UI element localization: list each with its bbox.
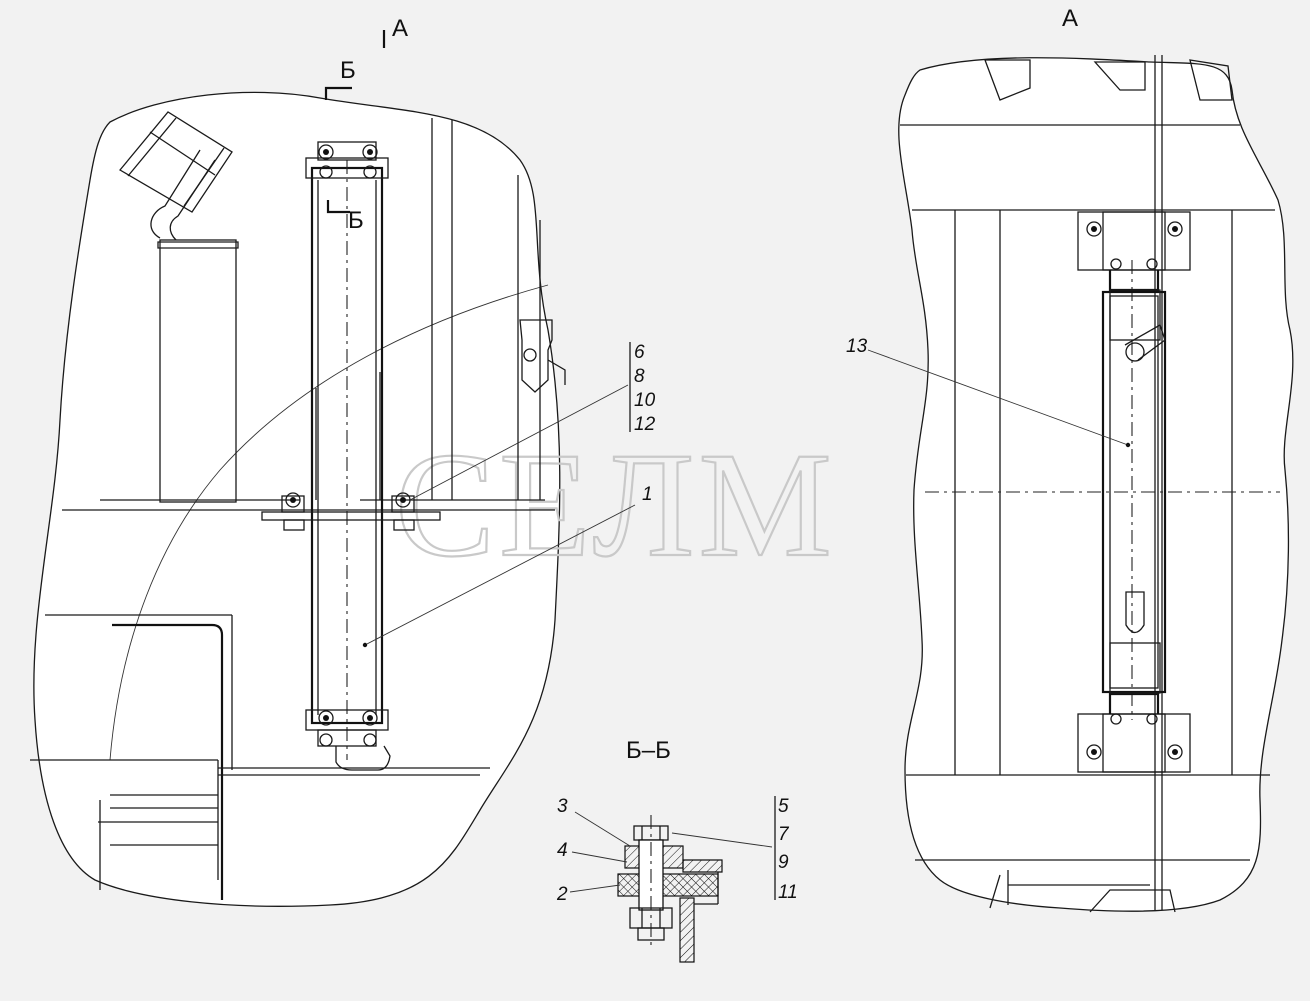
svg-text:7: 7 [778,824,790,845]
right-view-a: А [846,5,1294,913]
label-section-b-top: Б [340,57,356,84]
callout-item-1: 1 [642,484,653,505]
label-view-a-left: А [392,15,408,42]
svg-text:11: 11 [778,882,798,903]
svg-text:9: 9 [778,852,789,873]
label-section-bb: Б–Б [626,737,671,764]
callout-group-section-right: 5 7 9 11 [778,796,798,903]
label-view-a-right: А [1062,5,1078,32]
callout-item-2: 2 [556,884,568,905]
section-bb: Б–Б 3 4 2 5 7 9 11 [556,737,798,963]
svg-text:5: 5 [778,796,789,817]
svg-text:8: 8 [634,366,645,387]
filter-body [261,141,441,771]
callout-item-13: 13 [846,336,868,357]
clip-curve [109,284,549,761]
svg-text:6: 6 [634,342,645,363]
label-section-b-mid: Б [348,207,364,234]
svg-text:12: 12 [634,414,656,435]
callout-group-top: 6 8 10 12 [634,342,656,435]
callout-item-3: 3 [557,796,568,817]
left-detail-view: СЕЛМ [30,15,836,907]
svg-text:10: 10 [634,390,656,411]
right-view-outline [898,57,1294,912]
left-view-outline [33,91,561,907]
callout-item-4: 4 [557,840,568,861]
watermark-text: СЕЛМ [395,422,836,588]
pipe-elbow [119,111,239,503]
